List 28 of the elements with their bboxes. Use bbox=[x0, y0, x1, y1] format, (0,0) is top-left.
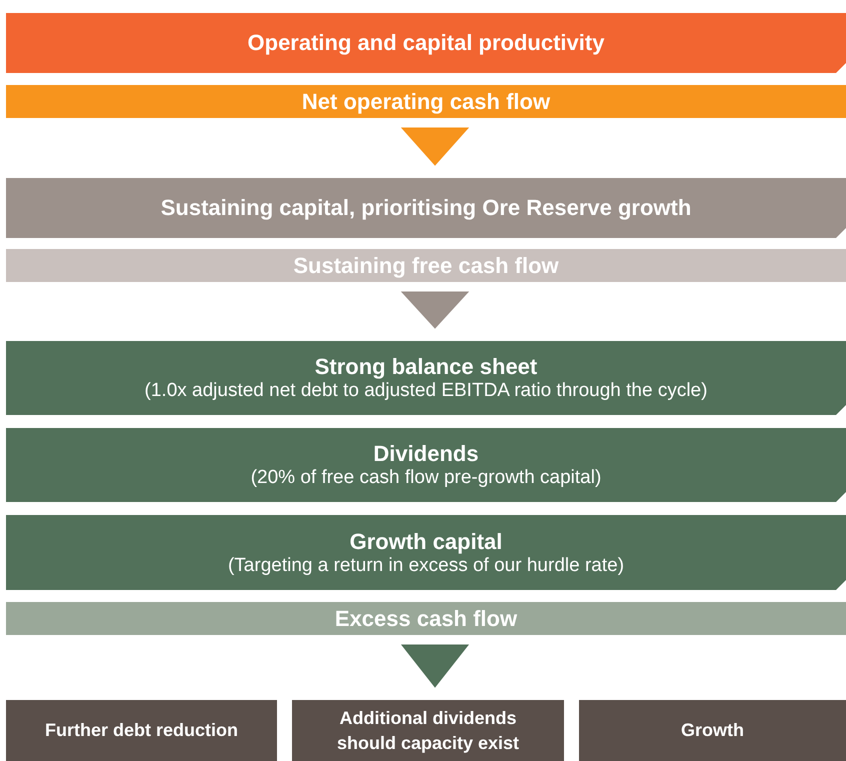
band bbox=[6, 428, 846, 502]
band bbox=[6, 515, 846, 590]
outcome-box bbox=[579, 700, 846, 761]
band-title: Operating and capital productivity bbox=[248, 30, 604, 56]
band bbox=[6, 249, 846, 282]
outcome-box bbox=[6, 700, 277, 761]
down-arrow bbox=[400, 292, 470, 329]
band bbox=[6, 602, 846, 635]
box-label: Further debt reduction bbox=[44, 719, 239, 742]
down-arrow bbox=[400, 644, 470, 688]
box-label: Growth bbox=[680, 719, 745, 742]
box-label: Additional dividends should capacity exist bbox=[336, 706, 520, 755]
band-title: Sustaining free cash flow bbox=[293, 252, 559, 278]
band-title: Net operating cash flow bbox=[302, 88, 550, 114]
band bbox=[6, 13, 846, 73]
band bbox=[6, 178, 846, 238]
band-subtitle: (20% of free cash flow pre-growth capital) bbox=[250, 467, 602, 489]
band-title: Growth capital bbox=[350, 528, 502, 554]
band-title: Sustaining capital, prioritising Ore Reserve growth bbox=[160, 195, 692, 221]
band bbox=[6, 85, 846, 118]
band-title: Strong balance sheet bbox=[314, 354, 538, 380]
outcome-box bbox=[292, 700, 564, 761]
band bbox=[6, 341, 846, 415]
band-title: Excess cash flow bbox=[334, 606, 518, 632]
band-subtitle: (1.0x adjusted net debt to adjusted EBITDA ratio through the cycle) bbox=[144, 380, 708, 402]
band-subtitle: (Targeting a return in excess of our hurdle rate) bbox=[228, 554, 624, 576]
band-title: Dividends bbox=[373, 441, 479, 467]
down-arrow bbox=[400, 128, 470, 166]
